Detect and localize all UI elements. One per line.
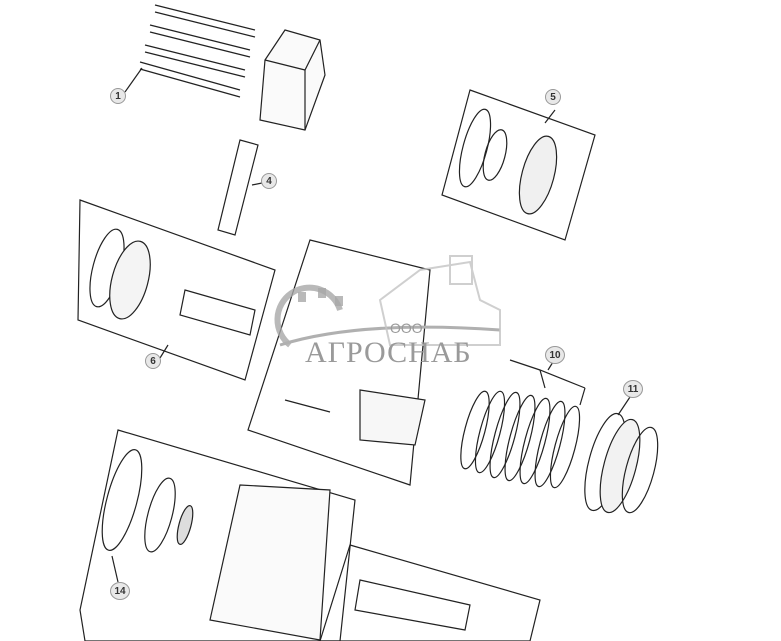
combine-harvester-icon	[378, 255, 501, 346]
callout-5: 5	[545, 89, 561, 105]
callout-6: 6	[145, 353, 161, 369]
watermark-prefix: ООО	[390, 320, 423, 336]
callout-10: 10	[545, 346, 565, 364]
callout-1: 1	[110, 88, 126, 104]
bolts-group	[124, 4, 256, 98]
callout-4: 4	[261, 173, 277, 189]
callout-11: 11	[623, 380, 643, 398]
callout-14: 14	[110, 582, 130, 600]
watermark-company-name: АГРОСНАБ	[305, 336, 472, 369]
